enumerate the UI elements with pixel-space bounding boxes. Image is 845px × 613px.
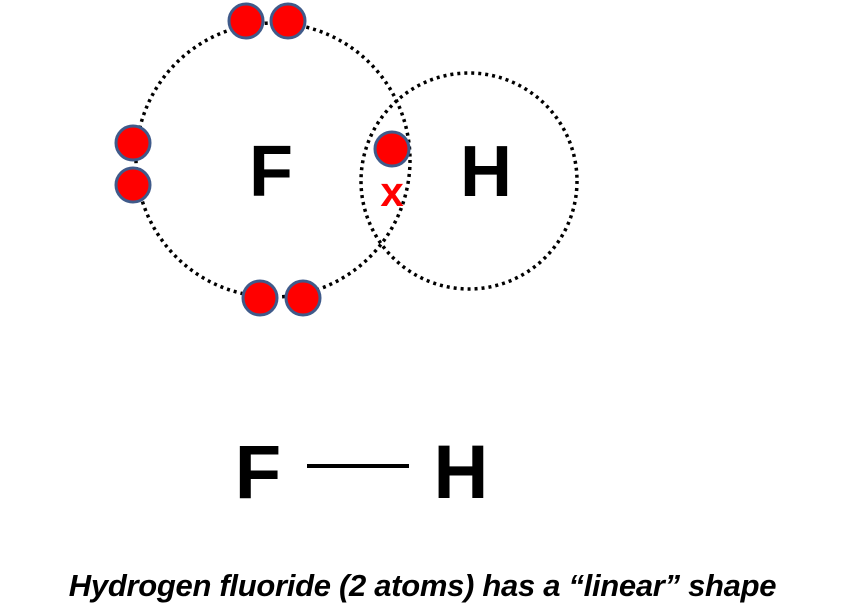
caption: Hydrogen fluoride (2 atoms) has a “linea…	[68, 568, 777, 603]
formula-hydrogen-symbol: H	[434, 430, 489, 515]
electron-dot	[114, 124, 152, 162]
fluorine-lone-pair-electrons	[114, 2, 322, 317]
electron-dot	[284, 279, 322, 317]
electron-dot	[241, 279, 279, 317]
hydrogen-shell	[359, 71, 579, 291]
electron-dot	[114, 166, 152, 204]
electron-dot	[269, 2, 307, 40]
hydrogen-bonding-electron-mark: x	[380, 168, 404, 215]
formula-fluorine-symbol: F	[235, 430, 281, 515]
electron-dot	[227, 2, 265, 40]
fluorine-symbol: F	[249, 132, 293, 212]
fluorine-bonding-electron	[373, 130, 411, 168]
hydrogen-symbol: H	[460, 132, 512, 212]
